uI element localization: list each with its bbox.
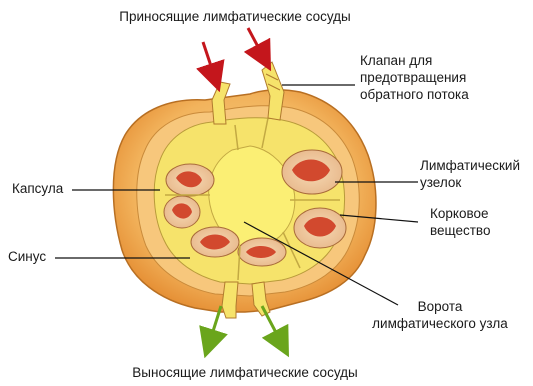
label-hilum: Ворота лимфатического узла <box>355 298 525 332</box>
label-cortex-line2: вещество <box>430 222 530 239</box>
label-valve-line2: предотвращения <box>360 69 490 86</box>
label-hilum-line2: лимфатического узла <box>355 315 525 332</box>
label-nodule-line1: Лимфатический <box>420 157 532 174</box>
label-hilum-line1: Ворота <box>355 298 525 315</box>
efferent-arrow-right <box>262 306 282 344</box>
afferent-arrow-right <box>248 28 264 58</box>
label-valve-line1: Клапан для <box>360 52 490 69</box>
label-afferent-vessels: Приносящие лимфатические сосуды <box>100 8 370 25</box>
label-nodule-line2: узелок <box>420 174 532 191</box>
label-capsule: Капсула <box>12 180 63 197</box>
label-nodule: Лимфатический узелок <box>420 157 532 191</box>
label-cortex: Корковое вещество <box>430 205 530 239</box>
label-valve: Клапан для предотвращения обратного пото… <box>360 52 490 103</box>
afferent-arrow-left <box>203 42 215 78</box>
label-efferent-vessels: Выносящие лимфатические сосуды <box>100 364 390 381</box>
label-sinus: Синус <box>8 248 46 265</box>
efferent-vessel-left <box>222 282 238 318</box>
label-valve-line3: обратного потока <box>360 86 490 103</box>
label-cortex-line1: Корковое <box>430 205 530 222</box>
